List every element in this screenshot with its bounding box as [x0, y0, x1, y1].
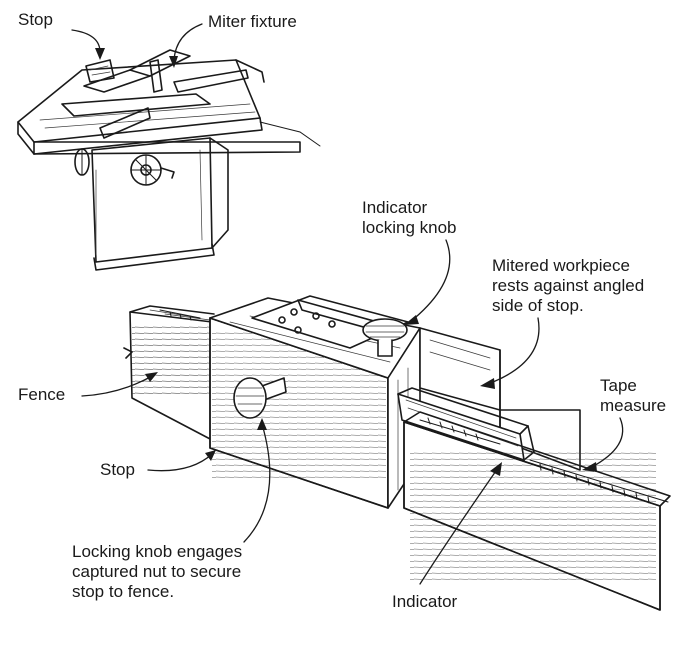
- indicator-locking-knob: [362, 318, 408, 357]
- label-line: locking knob: [362, 218, 457, 237]
- label-line: Indicator: [362, 198, 428, 217]
- label-line: Mitered workpiece: [492, 256, 630, 275]
- leader-arrows: [71, 23, 624, 585]
- label-line: Locking knob engages: [72, 542, 243, 561]
- label-miter-fixture: Miter fixture: [208, 12, 297, 31]
- label-line: Tape: [600, 376, 637, 395]
- fence-board: [123, 305, 215, 441]
- fence-right-with-tape: [403, 411, 671, 611]
- label-indicator-locking-knob: Indicator locking knob: [362, 198, 457, 238]
- label-mitered-workpiece: Mitered workpiece rests against angled s…: [492, 256, 644, 316]
- label-line: stop to fence.: [72, 582, 175, 601]
- label-indicator: Indicator: [392, 592, 458, 611]
- table-saw-drawing: [17, 49, 321, 271]
- label-locking-knob-note: Locking knob engages captured nut to sec…: [72, 542, 242, 602]
- label-line: captured nut to secure: [72, 562, 242, 581]
- handwheel-front: [130, 154, 175, 186]
- miter-fixture-drawing: [61, 49, 249, 139]
- label-line: measure: [600, 396, 667, 415]
- label-fence: Fence: [18, 385, 66, 404]
- label-line: rests against angled: [492, 276, 645, 295]
- label-tape-measure: Tape measure: [600, 376, 666, 416]
- label-line: side of stop.: [492, 296, 584, 315]
- label-stop: Stop: [100, 460, 135, 479]
- stop-assembly-drawing: [123, 295, 671, 611]
- label-stop-top: Stop: [18, 10, 53, 29]
- stop-locking-knob: [233, 377, 287, 419]
